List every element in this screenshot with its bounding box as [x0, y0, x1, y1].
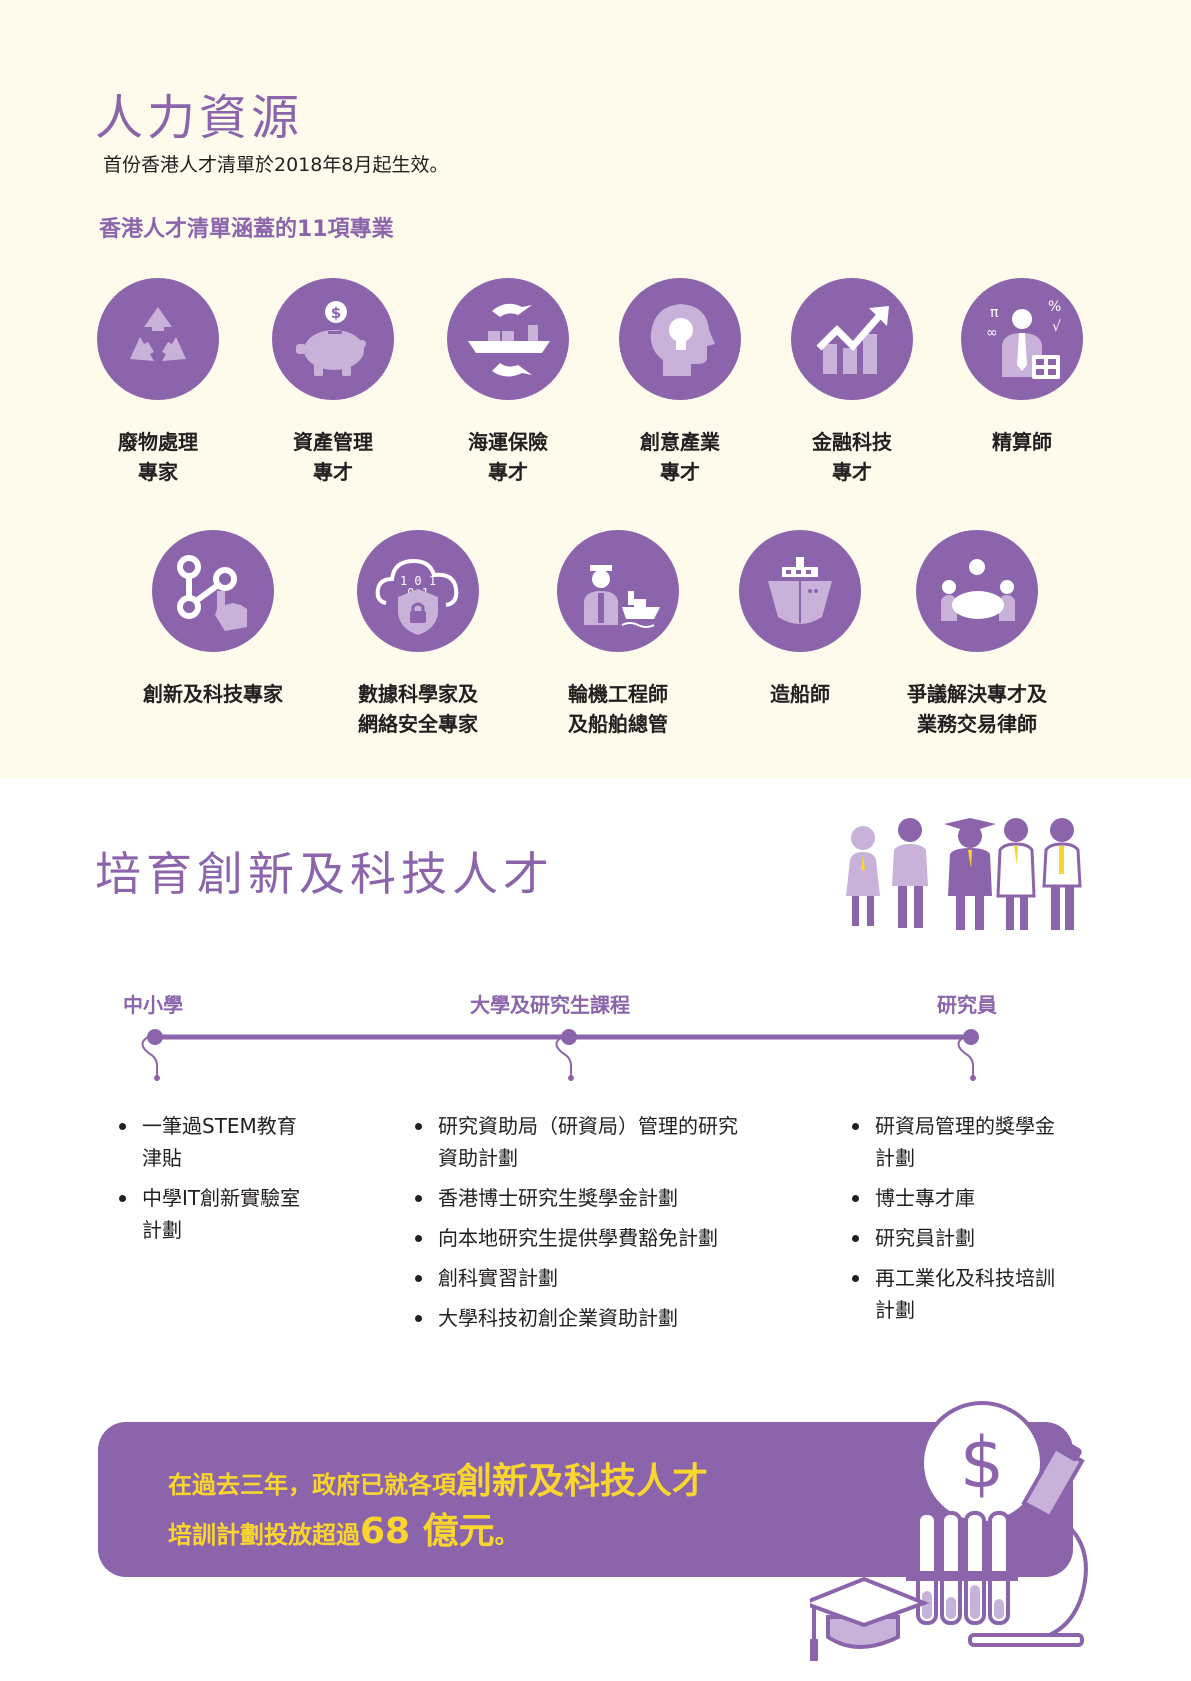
list-item: 香港博士研究生獎學金計劃 [412, 1182, 792, 1214]
svg-text:√: √ [1052, 319, 1061, 335]
head-lightbulb-icon [619, 278, 741, 400]
list-item: 大學科技初創企業資助計劃 [412, 1302, 792, 1334]
profession-label: 創新及科技專家 [143, 682, 283, 706]
hr-title: 人力資源 [95, 90, 304, 146]
ship-bow-icon [739, 530, 861, 652]
list-item: 向本地研究生提供學費豁免計劃 [412, 1222, 792, 1254]
list-item: 研資局管理的獎學金 計劃 [849, 1110, 1129, 1174]
banner-text: 。 [494, 1521, 519, 1549]
profession-label: 爭議解決專才及 業務交易律師 [907, 682, 1047, 736]
banner-text: 在過去三年，政府已就各項 [168, 1471, 456, 1499]
hr-intro: 首份香港人才清單於2018年8月起生效。 [103, 154, 449, 176]
hr-subtitle: 香港人才清單涵蓋的11項專業 [99, 217, 394, 242]
touch-network-icon [152, 530, 274, 652]
svg-text:$: $ [331, 304, 341, 322]
talent-timeline [141, 1029, 979, 1081]
svg-text:1 0 1: 1 0 1 [400, 574, 436, 588]
profession-actuary: π % ∞ √ 精算師 [922, 278, 1122, 457]
profession-waste: 廢物處理 專家 [58, 278, 258, 487]
stage-primary-secondary-list: 一筆過STEM教育 津貼 中學IT創新實驗室 計劃 [116, 1110, 366, 1254]
svg-text:∞: ∞ [986, 325, 998, 341]
recycle-icon [97, 278, 219, 400]
profession-dispute-resolution: 爭議解決專才及 業務交易律師 [877, 530, 1077, 739]
timeline-node [561, 1029, 577, 1045]
people-group-icon [846, 818, 1082, 930]
list-item: 中學IT創新實驗室 計劃 [116, 1182, 366, 1246]
banner-line-1: 在過去三年，政府已就各項創新及科技人才 [168, 1452, 708, 1504]
profession-data-security: 1 0 1 0 1 數據科學家及 網絡安全專家 [318, 530, 518, 739]
talent-title: 培育創新及科技人才 [95, 847, 554, 901]
list-item: 一筆過STEM教育 津貼 [116, 1110, 366, 1174]
meeting-table-icon [916, 530, 1038, 652]
actuary-calculator-icon: π % ∞ √ [961, 278, 1083, 400]
profession-label: 數據科學家及 網絡安全專家 [358, 682, 478, 736]
svg-text:$: $ [960, 1422, 1005, 1504]
svg-text:π: π [990, 305, 999, 321]
profession-fintech: 金融科技 專才 [752, 278, 952, 487]
stage-researcher-list: 研資局管理的獎學金 計劃 博士專才庫 研究員計劃 再工業化及科技培訓 計劃 [849, 1110, 1129, 1334]
stage-university-title: 大學及研究生課程 [470, 993, 630, 1017]
ship-officer-icon [557, 530, 679, 652]
profession-marine-insurance: 海運保險 專才 [408, 278, 608, 487]
svg-text:%: % [1048, 299, 1061, 315]
profession-label: 創意產業 專才 [640, 430, 720, 484]
profession-label: 資產管理 專才 [293, 430, 373, 484]
banner-highlight: 68 億元 [360, 1511, 495, 1552]
profession-naval-architect: 造船師 [700, 530, 900, 709]
profession-asset: $ 資產管理 專才 [233, 278, 433, 487]
timeline-node [963, 1029, 979, 1045]
banner-highlight: 創新及科技人才 [456, 1461, 709, 1502]
profession-marine-engineer: 輪機工程師 及船舶總管 [518, 530, 718, 739]
list-item: 研究員計劃 [849, 1222, 1129, 1254]
cloud-security-icon: 1 0 1 0 1 [357, 530, 479, 652]
profession-innovation-tech: 創新及科技專家 [113, 530, 313, 709]
science-education-illustration: $ [810, 1401, 1088, 1661]
list-item: 創科實習計劃 [412, 1262, 792, 1294]
growth-chart-icon [791, 278, 913, 400]
profession-creative: 創意產業 專才 [580, 278, 780, 487]
banner-line-2: 培訓計劃投放超過68 億元。 [168, 1502, 519, 1554]
list-item: 再工業化及科技培訓 計劃 [849, 1262, 1129, 1326]
list-item: 博士專才庫 [849, 1182, 1129, 1214]
list-item: 研究資助局（研資局）管理的研究 資助計劃 [412, 1110, 792, 1174]
profession-label: 精算師 [992, 430, 1052, 454]
piggy-bank-icon: $ [272, 278, 394, 400]
stage-university-list: 研究資助局（研資局）管理的研究 資助計劃 香港博士研究生獎學金計劃 向本地研究生… [412, 1110, 792, 1342]
profession-label: 造船師 [770, 682, 830, 706]
banner-text: 培訓計劃投放超過 [168, 1521, 360, 1549]
profession-label: 廢物處理 專家 [118, 430, 198, 484]
profession-label: 海運保險 專才 [468, 430, 548, 484]
stage-researcher-title: 研究員 [937, 993, 997, 1017]
cargo-ship-hands-icon [447, 278, 569, 400]
profession-label: 金融科技 專才 [812, 430, 892, 484]
stage-primary-secondary-title: 中小學 [123, 993, 183, 1017]
funding-banner [98, 1422, 1073, 1577]
timeline-node [147, 1029, 163, 1045]
profession-label: 輪機工程師 及船舶總管 [568, 682, 668, 736]
